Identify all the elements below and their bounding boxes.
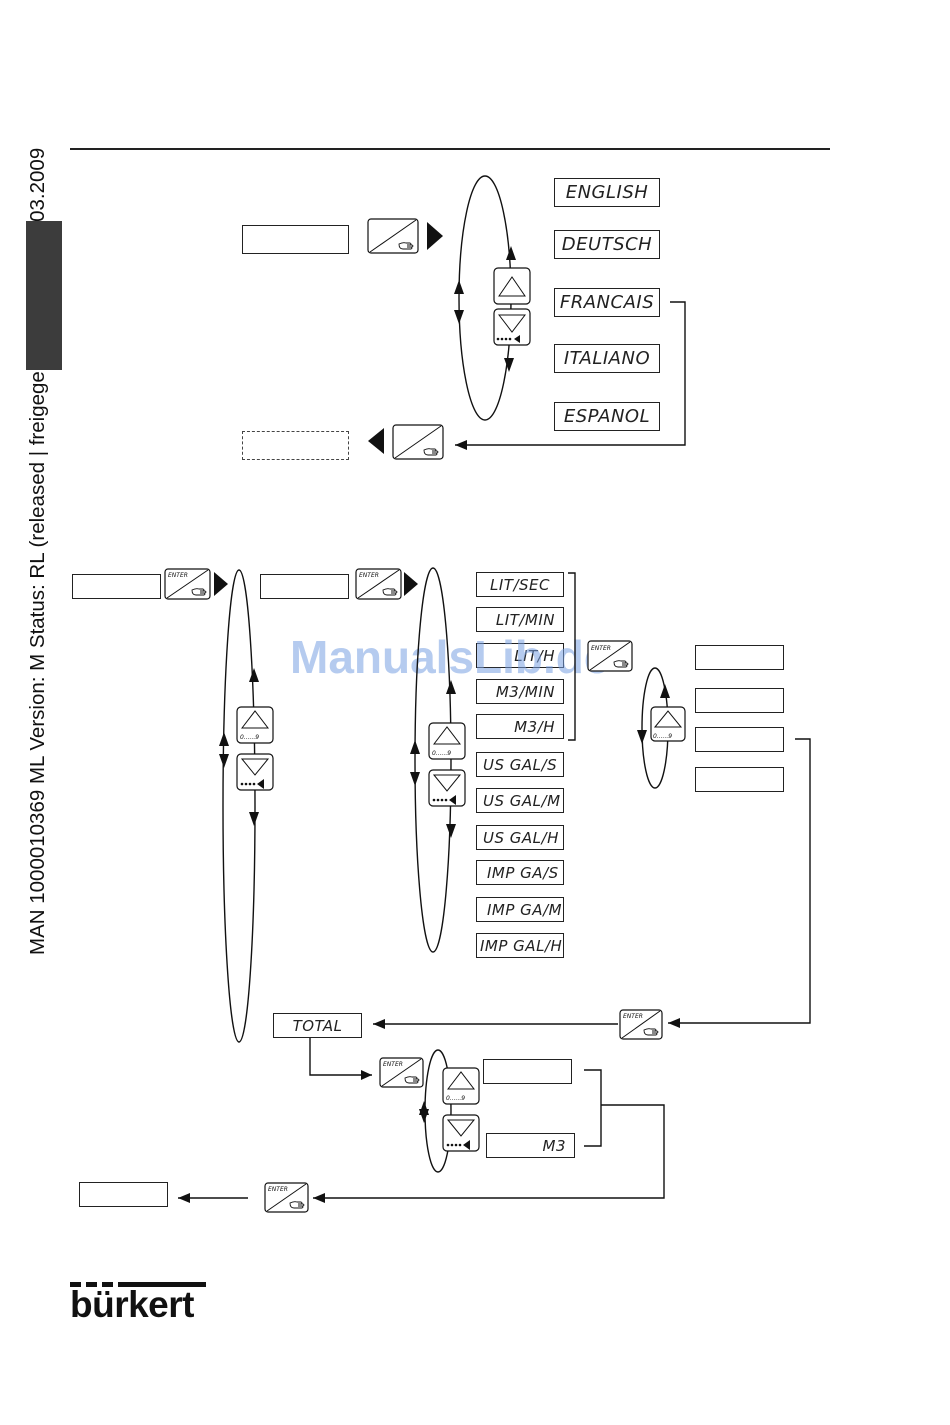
language-option: ITALIANO bbox=[554, 344, 660, 373]
digits-key-label: 0......9 bbox=[446, 1095, 465, 1102]
blank-display bbox=[242, 225, 349, 254]
blank-display bbox=[72, 574, 161, 599]
flow-unit-option: US GAL/S bbox=[476, 752, 564, 777]
flow-unit-option: IMP GA/M bbox=[476, 897, 564, 922]
blank-display bbox=[79, 1182, 168, 1207]
blank-display bbox=[695, 688, 784, 713]
blank-display bbox=[483, 1059, 572, 1084]
flow-unit-option: IMP GAL/H bbox=[476, 933, 564, 958]
burkert-logo: bürkert bbox=[70, 1282, 206, 1325]
enter-key-label: ENTER bbox=[268, 1186, 288, 1193]
language-option: DEUTSCH bbox=[554, 230, 660, 259]
blank-display bbox=[695, 727, 784, 752]
flow-unit-option: US GAL/M bbox=[476, 788, 564, 813]
enter-key-label: ENTER bbox=[168, 572, 188, 579]
enter-key-label: ENTER bbox=[591, 645, 611, 652]
blank-display bbox=[695, 645, 784, 670]
blank-display-dashed bbox=[242, 431, 349, 460]
enter-key-label: ENTER bbox=[383, 1061, 403, 1068]
blank-display bbox=[695, 767, 784, 792]
header-rule bbox=[70, 148, 830, 150]
total-unit-display: M3 bbox=[486, 1133, 575, 1158]
flow-unit-option: IMP GA/S bbox=[476, 860, 564, 885]
language-option: FRANCAIS bbox=[554, 288, 660, 317]
flow-unit-option: LIT/SEC bbox=[476, 572, 564, 597]
flow-unit-option: US GAL/H bbox=[476, 825, 564, 850]
flow-unit-option: M3/MIN bbox=[476, 679, 564, 704]
digits-key-label: 0......9 bbox=[653, 733, 672, 740]
language-option: ESPANOL bbox=[554, 402, 660, 431]
brand-wordmark: bürkert bbox=[70, 1284, 194, 1325]
enter-key-label: ENTER bbox=[359, 572, 379, 579]
language-option: ENGLISH bbox=[554, 178, 660, 207]
flow-unit-option: M3/H bbox=[476, 714, 564, 739]
language-tab: DEUTSCH bbox=[26, 221, 83, 370]
digits-key-label: 0......9 bbox=[432, 750, 451, 757]
flow-unit-option: LIT/H bbox=[476, 643, 564, 668]
blank-display bbox=[260, 574, 349, 599]
digits-key-label: 0......9 bbox=[240, 734, 259, 741]
total-display: TOTAL bbox=[273, 1013, 362, 1038]
flow-unit-option: LIT/MIN bbox=[476, 607, 564, 632]
enter-key-label: ENTER bbox=[623, 1013, 643, 1020]
